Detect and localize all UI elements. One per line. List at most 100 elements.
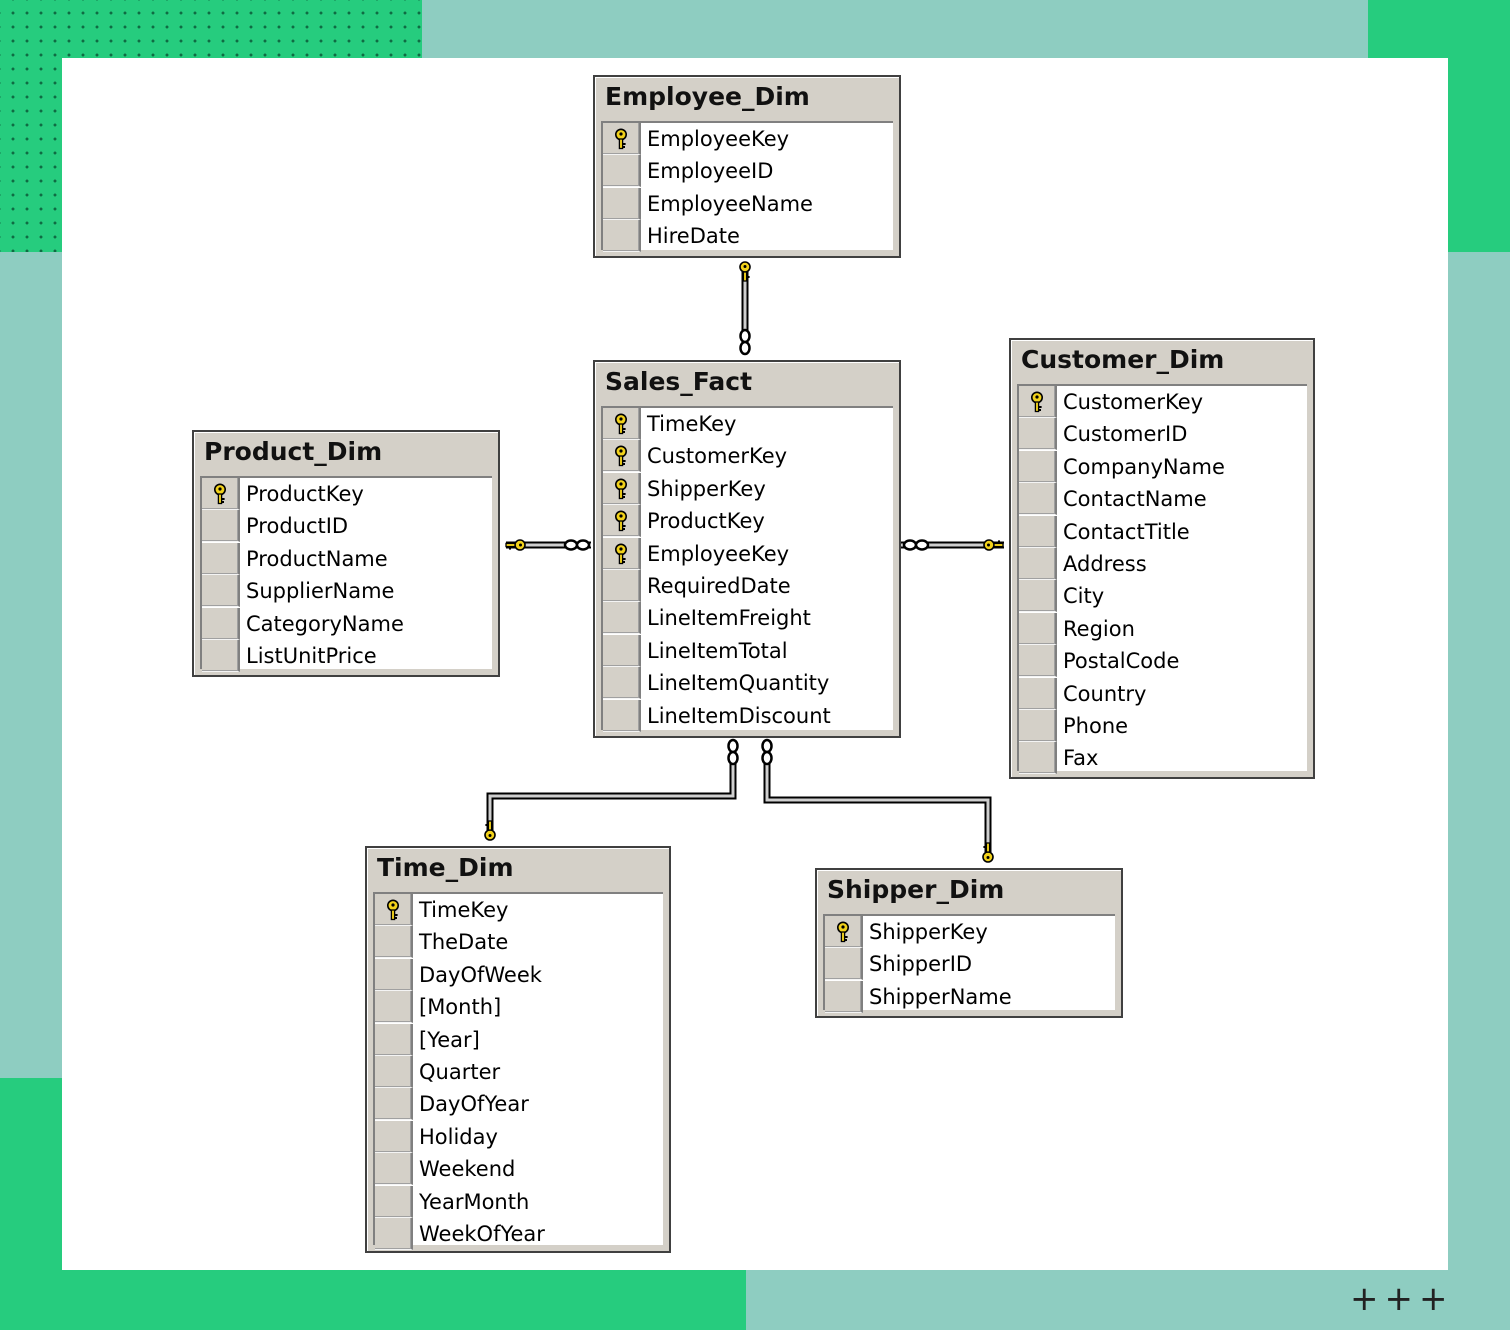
row-selector[interactable] (1019, 612, 1057, 645)
row-selector[interactable] (1019, 418, 1057, 451)
column-row[interactable]: Quarter (375, 1055, 663, 1088)
row-selector[interactable] (202, 639, 240, 672)
row-selector[interactable] (1019, 515, 1057, 548)
row-selector[interactable] (1019, 450, 1057, 483)
column-row[interactable]: TimeKey (603, 408, 893, 440)
row-selector[interactable] (1019, 742, 1057, 775)
column-row[interactable]: PostalCode (1019, 645, 1307, 678)
column-row[interactable]: LineItemQuantity (603, 667, 893, 700)
column-row[interactable]: LineItemTotal (603, 634, 893, 667)
column-row[interactable]: Region (1019, 612, 1307, 645)
column-row[interactable]: TheDate (375, 926, 663, 959)
column-row[interactable]: TimeKey (375, 894, 663, 926)
column-row[interactable]: ShipperID (825, 948, 1115, 981)
row-selector[interactable] (825, 916, 863, 948)
column-row[interactable]: Phone (1019, 709, 1307, 742)
row-selector[interactable] (202, 607, 240, 640)
row-selector[interactable] (603, 634, 641, 667)
column-row[interactable]: [Year] (375, 1023, 663, 1056)
column-row[interactable]: DayOfWeek (375, 958, 663, 991)
row-selector[interactable] (375, 1055, 413, 1088)
row-selector[interactable] (375, 1088, 413, 1121)
row-selector[interactable] (202, 510, 240, 543)
column-row[interactable]: City (1019, 580, 1307, 613)
row-selector[interactable] (603, 155, 641, 188)
row-selector[interactable] (603, 505, 641, 538)
column-name: ShipperKey (869, 920, 988, 944)
row-selector[interactable] (603, 537, 641, 570)
column-row[interactable]: ContactTitle (1019, 515, 1307, 548)
row-selector[interactable] (375, 1023, 413, 1056)
row-selector[interactable] (1019, 645, 1057, 678)
column-row[interactable]: CustomerKey (1019, 386, 1307, 418)
column-row[interactable]: WeekOfYear (375, 1217, 663, 1250)
row-selector[interactable] (202, 542, 240, 575)
column-row[interactable]: Weekend (375, 1153, 663, 1186)
column-row[interactable]: ContactName (1019, 483, 1307, 516)
row-selector[interactable] (1019, 483, 1057, 516)
column-row[interactable]: CompanyName (1019, 450, 1307, 483)
row-selector[interactable] (603, 123, 641, 155)
row-selector[interactable] (825, 980, 863, 1013)
row-selector[interactable] (603, 569, 641, 602)
column-row[interactable]: Address (1019, 547, 1307, 580)
column-row[interactable]: HireDate (603, 220, 893, 253)
column-row[interactable]: CustomerID (1019, 418, 1307, 451)
column-row[interactable]: ProductKey (603, 505, 893, 538)
column-row[interactable]: EmployeeName (603, 187, 893, 220)
column-row[interactable]: ShipperKey (825, 916, 1115, 948)
row-selector[interactable] (1019, 677, 1057, 710)
column-row[interactable]: ListUnitPrice (202, 639, 492, 672)
row-selector[interactable] (1019, 580, 1057, 613)
column-row[interactable]: YearMonth (375, 1185, 663, 1218)
column-row[interactable]: ProductID (202, 510, 492, 543)
row-selector[interactable] (375, 894, 413, 926)
column-row[interactable]: [Month] (375, 991, 663, 1024)
row-selector[interactable] (603, 187, 641, 220)
column-row[interactable]: ProductName (202, 542, 492, 575)
row-selector[interactable] (202, 478, 240, 510)
column-row[interactable]: RequiredDate (603, 569, 893, 602)
column-row[interactable]: Fax (1019, 742, 1307, 775)
column-row[interactable]: EmployeeID (603, 155, 893, 188)
column-row[interactable]: SupplierName (202, 575, 492, 608)
column-row[interactable]: CategoryName (202, 607, 492, 640)
row-selector[interactable] (603, 220, 641, 253)
column-row[interactable]: LineItemDiscount (603, 699, 893, 732)
row-selector[interactable] (375, 958, 413, 991)
row-selector[interactable] (603, 408, 641, 440)
row-selector[interactable] (202, 575, 240, 608)
column-row[interactable]: CustomerKey (603, 440, 893, 473)
column-row[interactable]: Holiday (375, 1120, 663, 1153)
row-selector[interactable] (375, 1185, 413, 1218)
row-selector[interactable] (375, 1217, 413, 1250)
row-selector[interactable] (1019, 709, 1057, 742)
row-selector[interactable] (1019, 547, 1057, 580)
row-selector[interactable] (603, 699, 641, 732)
row-selector[interactable] (603, 667, 641, 700)
row-selector[interactable] (603, 472, 641, 505)
row-selector[interactable] (375, 1120, 413, 1153)
row-selector[interactable] (375, 1153, 413, 1186)
column-row[interactable]: DayOfYear (375, 1088, 663, 1121)
row-selector[interactable] (825, 948, 863, 981)
column-row[interactable]: ProductKey (202, 478, 492, 510)
column-row[interactable]: Country (1019, 677, 1307, 710)
row-selector[interactable] (375, 991, 413, 1024)
column-row[interactable]: LineItemFreight (603, 602, 893, 635)
column-row[interactable]: ShipperName (825, 980, 1115, 1013)
row-selector[interactable] (603, 602, 641, 635)
column-row[interactable]: EmployeeKey (603, 123, 893, 155)
row-selector[interactable] (1019, 386, 1057, 418)
column-row[interactable]: ShipperKey (603, 472, 893, 505)
column-name: EmployeeID (647, 159, 774, 184)
row-selector[interactable] (603, 440, 641, 473)
row-selector[interactable] (375, 926, 413, 959)
column-row[interactable]: EmployeeKey (603, 537, 893, 570)
